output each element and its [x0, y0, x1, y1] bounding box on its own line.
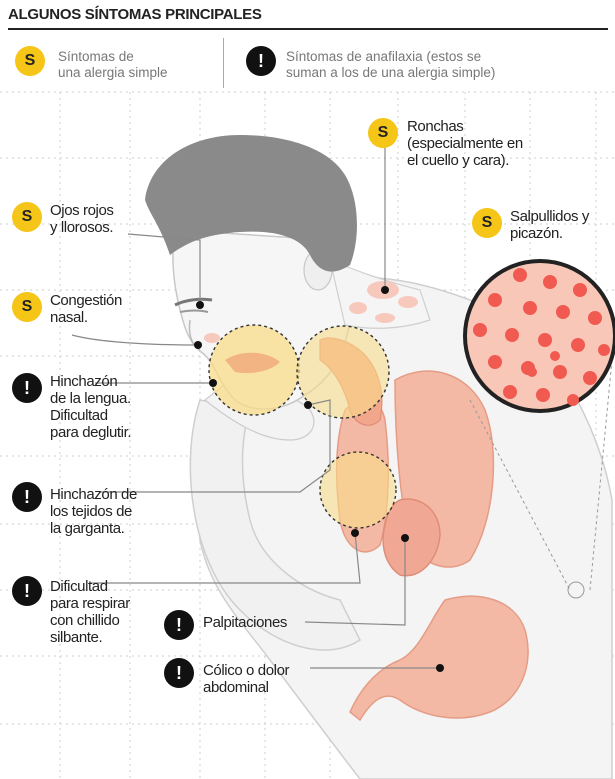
simple-allergy-icon: S [368, 118, 398, 148]
symptom-hives: Ronchas (especialmente en el cuello y ca… [407, 118, 523, 169]
leader-lines [71, 145, 440, 669]
legend-anaphylaxis: Síntomas de anafilaxia (estos se suman a… [286, 49, 495, 81]
symptom-line: Ronchas [407, 118, 464, 135]
symptom-line: los tejidos de [50, 503, 132, 520]
simple-allergy-icon: S [15, 46, 45, 76]
page-title: ALGUNOS SÍNTOMAS PRINCIPALES [8, 6, 262, 23]
symptom-line: nasal. [50, 309, 88, 326]
hair [145, 135, 357, 272]
anaphylaxis-icon: ! [12, 482, 42, 512]
symptom-abdominal-pain: Cólico o dolor abdominal [203, 662, 290, 696]
leader-dots [194, 286, 444, 672]
symptom-tongue-swelling: Hinchazón de la lengua. Dificultad para … [50, 373, 132, 441]
eyebrow [174, 297, 213, 307]
symptom-line: Ojos rojos [50, 202, 114, 219]
symptom-line: la garganta. [50, 520, 125, 537]
symptom-line: Salpullidos y [510, 208, 590, 225]
symptom-red-eyes: Ojos rojos y llorosos. [50, 202, 114, 236]
symptom-palpitations: Palpitaciones [203, 614, 287, 631]
symptom-line: con chillido [50, 612, 120, 629]
symptom-line: abdominal [203, 679, 269, 696]
symptom-wheezing: Dificultad para respirar con chillido si… [50, 578, 130, 646]
symptom-line: Dificultad [50, 407, 108, 424]
legend-simple-line1: Síntomas de [58, 49, 134, 64]
tongue [225, 352, 280, 374]
arm [189, 399, 361, 651]
rash-spots [473, 268, 610, 406]
simple-allergy-icon: S [472, 208, 502, 238]
symptom-line: picazón. [510, 225, 563, 242]
swelling-zones [208, 324, 397, 529]
symptom-line: para deglutir. [50, 424, 132, 441]
anaphylaxis-icon: ! [12, 373, 42, 403]
organs [319, 337, 529, 722]
simple-allergy-icon: S [12, 202, 42, 232]
anaphylaxis-icon: ! [164, 610, 194, 640]
eye [179, 309, 209, 313]
welts [204, 281, 418, 343]
legend-simple: Síntomas de una alergia simple [58, 49, 168, 81]
anaphylaxis-icon: ! [164, 658, 194, 688]
airway-swelling-zone [319, 451, 397, 529]
symptom-line: Congestión [50, 292, 122, 309]
heart [382, 498, 441, 577]
legend-anaphylaxis-line1: Síntomas de anafilaxia (estos se [286, 49, 482, 64]
symptom-line: Hinchazón de [50, 486, 137, 503]
simple-allergy-icon: S [12, 292, 42, 322]
symptom-line: (especialmente en [407, 135, 523, 152]
symptom-line: Cólico o dolor [203, 662, 290, 679]
symptom-line: silbante. [50, 629, 103, 646]
symptom-line: y llorosos. [50, 219, 114, 236]
anaphylaxis-icon: ! [246, 46, 276, 76]
anaphylaxis-icon: ! [12, 576, 42, 606]
title-rule [8, 28, 608, 30]
rash-magnifier [463, 259, 615, 599]
symptom-line: Hinchazón [50, 373, 118, 390]
symptom-nasal-congestion: Congestión nasal. [50, 292, 122, 326]
symptom-line: para respirar [50, 595, 130, 612]
legend-anaphylaxis-line2: suman a los de una alergia simple) [286, 65, 496, 80]
throat-swelling-zone [296, 325, 390, 419]
legend-divider [223, 38, 224, 88]
symptom-line: el cuello y cara). [407, 152, 510, 169]
symptom-line: Palpitaciones [203, 614, 288, 631]
symptom-rash: Salpullidos y picazón. [510, 208, 589, 242]
symptom-throat-swelling: Hinchazón de los tejidos de la garganta. [50, 486, 137, 537]
legend-simple-line2: una alergia simple [58, 65, 168, 80]
symptom-line: de la lengua. [50, 390, 131, 407]
stomach [349, 595, 529, 722]
symptom-line: Dificultad [50, 578, 108, 595]
